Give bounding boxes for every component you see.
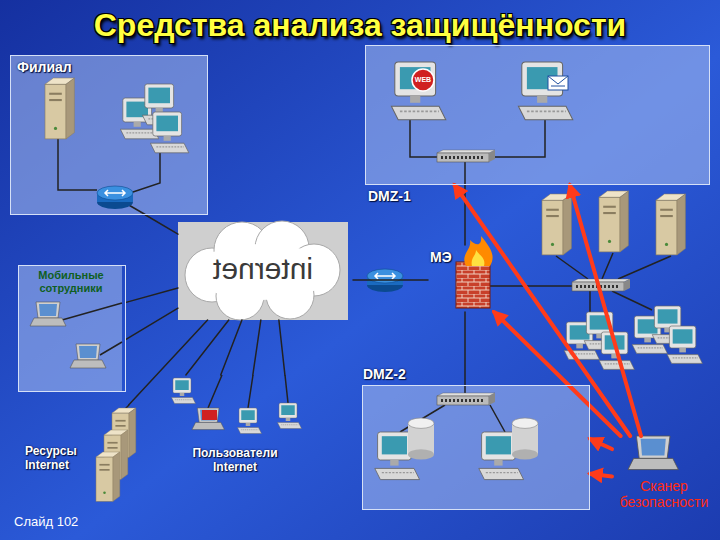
node-label: Ресурсы Internet bbox=[25, 445, 89, 473]
panel-ground bbox=[18, 265, 122, 392]
server-group: Ресурсы Internet bbox=[22, 405, 147, 505]
dmz1-equipment bbox=[391, 62, 572, 185]
node-label: Сканер безопасности bbox=[612, 478, 716, 510]
internet-cloud: internet bbox=[178, 222, 353, 320]
network-wire bbox=[146, 215, 178, 234]
badge-text: WEB bbox=[411, 76, 435, 84]
scan-arrow bbox=[590, 439, 612, 449]
dmz-panel: DMZ-1 bbox=[365, 45, 710, 185]
branch-panel: Филиал bbox=[10, 55, 208, 215]
slide-title: Средства анализа защищённости bbox=[0, 6, 720, 44]
node-label: МЭ bbox=[430, 249, 458, 265]
network-wire bbox=[126, 308, 178, 339]
network-wire bbox=[464, 185, 466, 245]
g bbox=[126, 185, 641, 477]
node-label: DMZ-2 bbox=[363, 366, 443, 382]
node-label: Пользователи Internet bbox=[185, 447, 285, 475]
scanner-node: Сканер безопасности bbox=[612, 436, 720, 514]
internet-cloud bbox=[178, 221, 348, 320]
network-wire bbox=[221, 320, 242, 375]
dmz2-equipment bbox=[375, 385, 538, 480]
panel-ground bbox=[362, 385, 590, 510]
node-label: Мобильные сотрудники bbox=[21, 269, 121, 294]
scan-arrow bbox=[494, 312, 621, 436]
dmz-panel: DMZ-2 bbox=[362, 385, 590, 510]
network-wire bbox=[353, 279, 428, 281]
slide-number: Слайд 102 bbox=[14, 514, 134, 530]
network-wire bbox=[126, 288, 178, 302]
scan-arrow bbox=[590, 474, 612, 477]
node-label: Филиал bbox=[17, 59, 137, 75]
internet-users bbox=[172, 375, 302, 434]
node-label: internet bbox=[178, 252, 348, 287]
mobile-laptops bbox=[30, 302, 122, 368]
branch-equipment bbox=[45, 78, 189, 215]
panel-ground bbox=[10, 55, 208, 215]
internet-servers bbox=[96, 405, 136, 501]
network-wire bbox=[464, 312, 466, 385]
network-wire bbox=[279, 320, 285, 375]
firewall-node: МЭ bbox=[428, 245, 500, 312]
mobile-panel: Мобильные сотрудники bbox=[18, 265, 126, 392]
scanner-laptop bbox=[628, 436, 678, 470]
network-wire bbox=[253, 320, 261, 375]
user-group: Пользователи Internet bbox=[165, 375, 305, 480]
panel-ground bbox=[365, 45, 710, 185]
network-wire bbox=[186, 320, 229, 375]
node-label: DMZ-1 bbox=[368, 188, 448, 204]
